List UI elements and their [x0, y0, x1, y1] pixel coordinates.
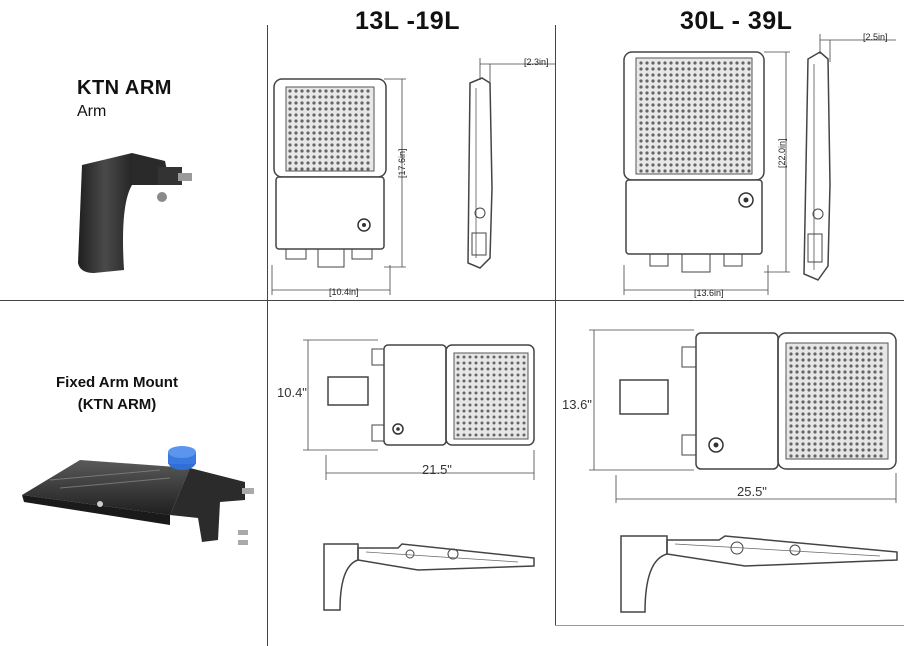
ktn-arm-subtitle: Arm — [77, 103, 107, 120]
small-top-height-label: 10.4" — [277, 385, 307, 400]
fixed-arm-mount-title: Fixed Arm Mount (KTN ARM) — [22, 372, 212, 416]
large-top-drawing — [589, 329, 897, 503]
divider-bottom-right — [555, 625, 904, 626]
divider-col1 — [267, 25, 268, 646]
large-top-length-label: 25.5" — [737, 484, 767, 499]
header-13l-19l: 13L -19L — [355, 7, 460, 35]
large-side-view-drawing — [620, 535, 898, 613]
fixture-photo — [22, 446, 254, 545]
large-front-width-label: [13.6in] — [694, 288, 724, 298]
large-side-depth-label: [2.5in] — [863, 32, 888, 42]
large-top-height-label: 13.6" — [562, 397, 592, 412]
small-top-drawing — [303, 339, 535, 480]
fixed-arm-mount-line1: Fixed Arm Mount — [56, 374, 178, 391]
header-30l-39l: 30L - 39L — [680, 7, 793, 35]
divider-row — [0, 300, 904, 301]
ktn-arm-title: KTN ARM — [77, 77, 172, 99]
small-side-drawing — [467, 58, 555, 269]
large-front-height-label: [22.0in] — [777, 138, 787, 168]
divider-col2 — [555, 25, 556, 625]
small-front-width-label: [10.4in] — [329, 287, 359, 297]
arm-photo — [78, 153, 192, 273]
large-side-drawing — [803, 34, 896, 281]
large-front-drawing — [623, 51, 790, 295]
small-side-view-drawing — [323, 543, 535, 611]
small-top-length-label: 21.5" — [422, 462, 452, 477]
small-side-depth-label: [2.3in] — [524, 57, 549, 67]
small-front-drawing — [271, 78, 406, 295]
fixed-arm-mount-line2: (KTN ARM) — [77, 396, 157, 413]
small-front-height-label: [17.6in] — [397, 148, 407, 178]
